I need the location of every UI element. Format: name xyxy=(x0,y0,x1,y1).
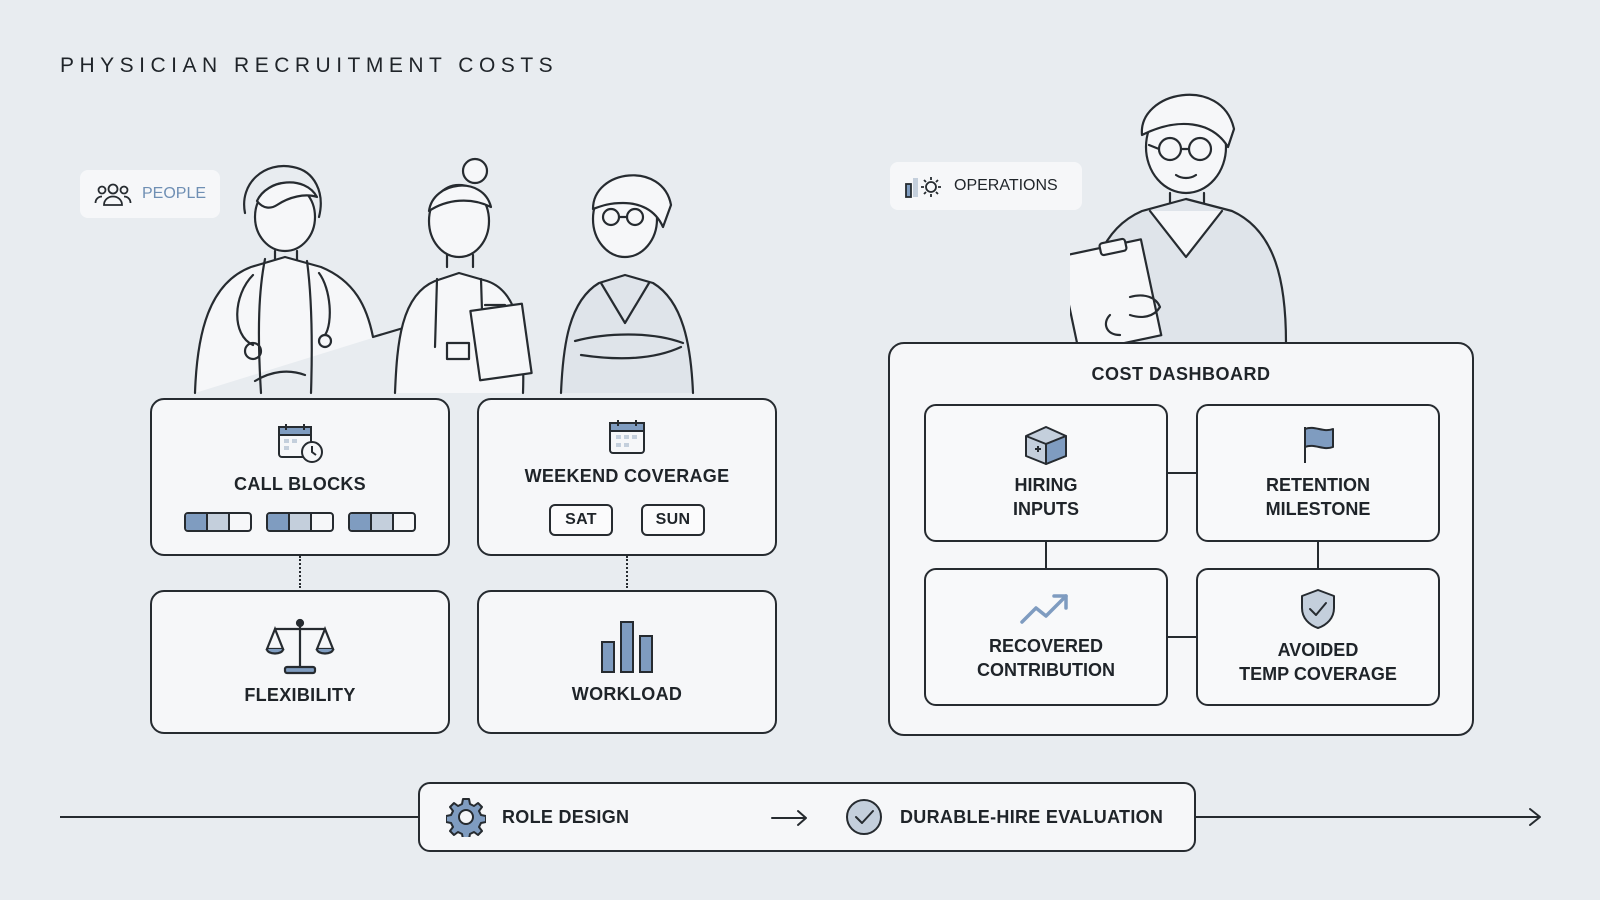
call-blocks-card: CALL BLOCKS xyxy=(150,398,450,556)
operations-person-illustration xyxy=(1070,93,1288,345)
arrow-right-icon xyxy=(771,810,807,826)
process-bar: ROLE DESIGN DURABLE-HIRE EVALUATION xyxy=(418,782,1196,852)
connector-hiring-recovered xyxy=(1045,542,1047,568)
flexibility-card: FLEXIBILITY xyxy=(150,590,450,734)
retention-milestone-card: RETENTION MILESTONE xyxy=(1196,404,1440,542)
call-block xyxy=(348,512,416,532)
call-blocks-label: CALL BLOCKS xyxy=(234,474,366,494)
balance-scale-icon xyxy=(265,618,335,675)
calendar-clock-icon xyxy=(278,424,323,463)
weekend-coverage-label: WEEKEND COVERAGE xyxy=(524,466,730,486)
call-block-strips xyxy=(184,512,416,532)
connector-retention-avoided xyxy=(1317,542,1319,568)
hiring-inputs-card: HIRING INPUTS xyxy=(924,404,1168,542)
avoided-temp-coverage-card: AVOIDED TEMP COVERAGE xyxy=(1196,568,1440,706)
call-block xyxy=(184,512,252,532)
people-group-icon xyxy=(94,183,132,206)
gear-chart-icon xyxy=(905,177,941,198)
avoided-temp-coverage-line1: AVOIDED xyxy=(1277,640,1359,660)
step-durable-hire-evaluation: DURABLE-HIRE EVALUATION xyxy=(844,784,1163,850)
step-role-design: ROLE DESIGN xyxy=(446,784,629,850)
workload-label: WORKLOAD xyxy=(571,684,683,704)
hiring-inputs-line1: HIRING xyxy=(1014,475,1078,495)
role-design-label: ROLE DESIGN xyxy=(502,806,630,827)
avoided-temp-coverage-line2: TEMP COVERAGE xyxy=(1239,664,1397,684)
clinicians-illustration xyxy=(193,157,695,395)
connector-recovered-avoided xyxy=(1168,636,1196,638)
cost-dashboard-title: COST DASHBOARD xyxy=(1091,364,1271,384)
call-block xyxy=(266,512,334,532)
day-sun: SUN xyxy=(641,504,705,536)
people-chip: PEOPLE xyxy=(80,170,220,218)
retention-milestone-line2: MILESTONE xyxy=(1265,499,1371,519)
cost-dashboard: COST DASHBOARD HIRING INPUTS RETENTION M… xyxy=(888,342,1474,736)
trend-up-icon xyxy=(1020,594,1068,624)
durable-hire-evaluation-label: DURABLE-HIRE EVALUATION xyxy=(900,806,1164,827)
flexibility-label: FLEXIBILITY xyxy=(244,685,356,705)
connector-weekend-workload xyxy=(626,556,628,588)
connector-hiring-retention xyxy=(1168,472,1196,474)
timeline-arrowhead-icon xyxy=(1529,808,1541,826)
hiring-inputs-line2: INPUTS xyxy=(1012,499,1079,519)
recovered-contribution-line1: RECOVERED xyxy=(988,636,1104,656)
recovered-contribution-line2: CONTRIBUTION xyxy=(977,660,1115,680)
shield-check-icon xyxy=(1301,589,1335,629)
bar-chart-icon xyxy=(601,621,653,673)
recovered-contribution-card: RECOVERED CONTRIBUTION xyxy=(924,568,1168,706)
connector-call-flex xyxy=(299,556,301,588)
calendar-icon xyxy=(609,420,645,454)
operations-chip-label: OPERATIONS xyxy=(954,177,1058,194)
gear-icon xyxy=(446,798,486,837)
page-title: PHYSICIAN RECRUITMENT COSTS xyxy=(60,54,559,77)
day-sat: SAT xyxy=(549,504,613,536)
operations-chip: OPERATIONS xyxy=(890,162,1082,210)
check-circle-icon xyxy=(846,799,882,835)
retention-milestone-line1: RETENTION xyxy=(1265,475,1370,495)
box-plus-icon xyxy=(1025,426,1067,465)
flag-icon xyxy=(1304,426,1334,463)
workload-card: WORKLOAD xyxy=(477,590,777,734)
people-chip-label: PEOPLE xyxy=(142,185,207,202)
weekend-coverage-card: WEEKEND COVERAGE SAT SUN xyxy=(477,398,777,556)
